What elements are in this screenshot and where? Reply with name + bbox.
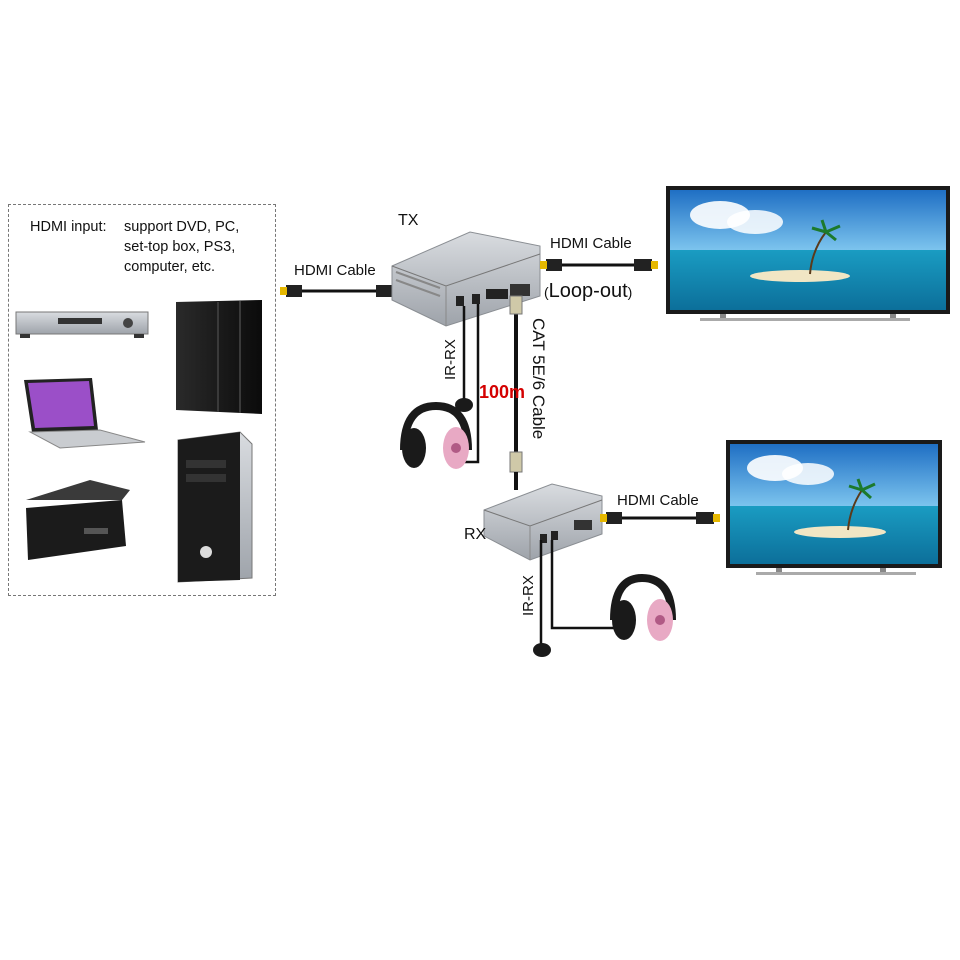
source-panel-line-3: computer, etc. <box>124 259 216 275</box>
hdmi-plug-icon <box>634 259 652 271</box>
loop-out-paren-open: ( <box>544 284 549 300</box>
hdmi-cable-rx <box>600 512 720 524</box>
pc-tower-icon <box>177 431 253 583</box>
hdmi-cable-rx-label: HDMI Cable <box>617 492 699 509</box>
laptop-icon <box>24 378 146 449</box>
loop-out-label: (Loop-out) <box>544 280 632 303</box>
ir-receiver-icon <box>455 398 473 412</box>
ir-receiver-icon <box>533 643 551 657</box>
hdmi-plug-icon <box>696 512 714 524</box>
loop-out-paren-close: ) <box>627 284 633 300</box>
hdmi-plug-icon <box>606 512 622 524</box>
hdmi-plug-icon <box>546 259 562 271</box>
hdmi-plug-icon <box>376 285 394 297</box>
ir-rx-rx-label: IR-RX <box>520 575 537 616</box>
source-devices-panel <box>8 204 276 596</box>
source-panel-title: HDMI input: <box>30 219 107 235</box>
headphones-icon <box>610 573 676 641</box>
loop-out-text: Loop-out <box>548 280 628 302</box>
hdmi-cable-loopout-label: HDMI Cable <box>550 235 632 252</box>
set-top-box-icon <box>26 480 130 560</box>
headphones-icon <box>400 401 472 469</box>
tx-label: TX <box>398 212 419 229</box>
ps3-console-icon <box>176 300 262 414</box>
distance-label: 100m <box>479 382 526 402</box>
rj45-plug-icon <box>509 451 523 473</box>
rx-ir-cable <box>533 540 618 657</box>
cat-cable-label: CAT 5E/6 Cable <box>529 318 548 440</box>
cat-cable <box>509 295 523 490</box>
hdmi-cable-source-label: HDMI Cable <box>294 262 376 279</box>
dvd-player-icon <box>15 311 149 338</box>
ir-rx-tx-label: IR-RX <box>442 339 459 380</box>
hdmi-plug-icon <box>286 285 302 297</box>
extender-rx-icon <box>483 483 603 561</box>
hdmi-cable-source <box>280 285 400 297</box>
tv-icon <box>726 440 942 575</box>
tv-icon <box>666 186 950 321</box>
extender-tx-icon <box>391 231 541 327</box>
hdmi-cable-loopout <box>540 259 658 271</box>
rx-label: RX <box>464 526 487 543</box>
rj45-plug-icon <box>509 295 523 315</box>
source-panel-line-2: set-top box, PS3, <box>124 239 236 255</box>
source-panel-line-1: support DVD, PC, <box>124 219 240 235</box>
